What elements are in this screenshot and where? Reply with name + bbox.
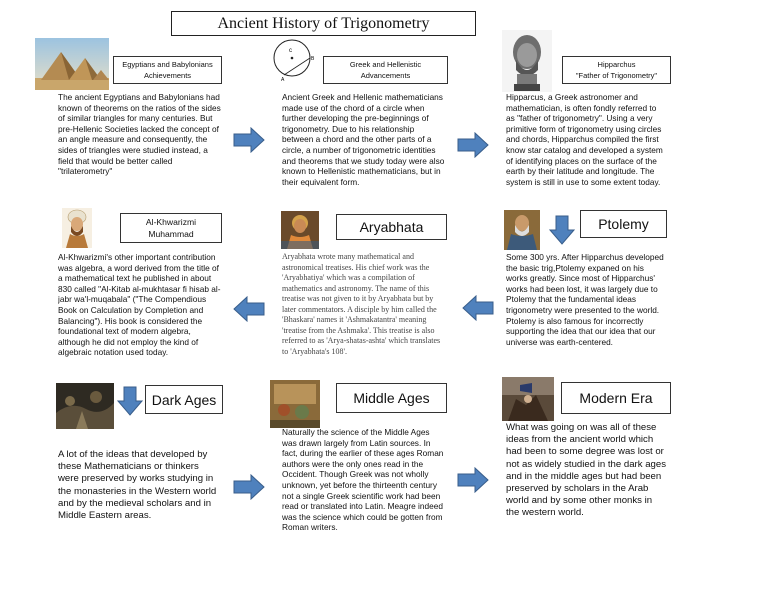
middle-ages-heading-box: Middle Ages <box>336 383 447 413</box>
arrow-left-icon <box>462 295 494 321</box>
ptolemy-text: Some 300 yrs. After Hipparchus developed… <box>506 252 666 366</box>
greek-heading-line2: Advancements <box>324 70 447 81</box>
greek-text: Ancient Greek and Hellenic mathematician… <box>282 92 447 204</box>
hipparchus-heading-line1: Hipparchus <box>563 59 670 70</box>
arrow-right-icon <box>233 127 265 153</box>
arrow-right-icon <box>233 474 265 500</box>
arrow-down-icon <box>117 386 143 416</box>
aryabhata-heading: Aryabhata <box>360 219 424 235</box>
alkhwarizmi-heading-line2: Muhammad <box>121 228 221 240</box>
ptolemy-heading-box: Ptolemy <box>580 210 667 238</box>
dark-ages-heading: Dark Ages <box>152 392 217 408</box>
arrow-right-icon <box>457 467 489 493</box>
modern-era-text: What was going on was all of these ideas… <box>506 422 668 526</box>
dark-ages-image <box>56 383 114 429</box>
alkhwarizmi-heading-box: Al-Khwarizmi Muhammad <box>120 213 222 243</box>
hipparchus-heading-box: Hipparchus "Father of Trigonometry" <box>562 56 671 84</box>
egypt-heading-line2: Achievements <box>114 70 221 81</box>
middle-ages-image <box>270 380 320 428</box>
hipparchus-text: Hipparcus, a Greek astronomer and mathem… <box>506 92 666 206</box>
diagram-label-a: A <box>281 77 285 82</box>
aryabhata-portrait-image <box>281 211 319 249</box>
ptolemy-portrait-image <box>504 210 540 250</box>
arrow-right-icon <box>457 132 489 158</box>
modern-era-heading: Modern Era <box>579 390 652 406</box>
modern-era-heading-box: Modern Era <box>561 382 671 414</box>
diagram-label-b: B <box>311 56 315 62</box>
aryabhata-heading-box: Aryabhata <box>336 214 447 240</box>
modern-era-image <box>502 377 554 421</box>
alkhwarizmi-text: Al-Khwarizmi's other important contribut… <box>58 252 223 367</box>
greek-heading-line1: Greek and Hellenistic <box>324 59 447 70</box>
egypt-heading-box: Egyptians and Babylonians Achievements <box>113 56 222 84</box>
hipparchus-heading-line2: "Father of Trigonometry" <box>563 70 670 81</box>
ptolemy-heading: Ptolemy <box>598 216 649 232</box>
arrow-left-icon <box>233 296 265 322</box>
aryabhata-text: Aryabhata wrote many mathematical and as… <box>282 252 442 374</box>
hipparchus-bust-image <box>502 30 552 92</box>
middle-ages-heading: Middle Ages <box>353 390 429 406</box>
chord-circle-diagram: c B A <box>270 38 320 82</box>
egypt-text: The ancient Egyptians and Babylonians ha… <box>58 92 223 196</box>
dark-ages-heading-box: Dark Ages <box>145 385 223 414</box>
diagram-label-c: c <box>289 48 292 54</box>
page-title: Ancient History of Trigonometry <box>171 11 476 36</box>
dark-ages-text: A lot of the ideas that developed by the… <box>58 449 220 525</box>
pyramids-image <box>35 38 109 90</box>
alkhwarizmi-heading-line1: Al-Khwarizmi <box>121 216 221 228</box>
middle-ages-text: Naturally the science of the Middle Ages… <box>282 427 444 553</box>
greek-heading-box: Greek and Hellenistic Advancements <box>323 56 448 84</box>
egypt-heading-line1: Egyptians and Babylonians <box>114 59 221 70</box>
arrow-down-icon <box>549 215 575 245</box>
alkhwarizmi-portrait-image <box>62 208 92 248</box>
